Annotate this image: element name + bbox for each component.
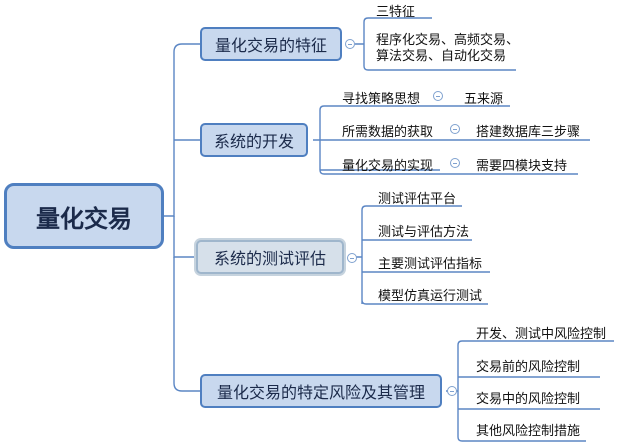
branch-label-2: 系统的开发 xyxy=(213,132,294,151)
leaf-node[interactable]: 需要四模块支持 xyxy=(476,158,568,174)
leaf-node[interactable]: 模型仿真运行测试 xyxy=(378,288,483,304)
collapse-toggle-icon[interactable] xyxy=(433,91,443,101)
branch-label-1: 量化交易的特征 xyxy=(214,36,327,55)
branch-node-1[interactable]: 量化交易的特征 xyxy=(200,27,342,61)
leaf-node[interactable]: 所需数据的获取 xyxy=(342,124,434,140)
collapse-toggle-icon[interactable] xyxy=(450,158,460,168)
leaf-node[interactable]: 程序化交易、高频交易、 算法交易、自动化交易 xyxy=(376,33,520,64)
leaf-node[interactable]: 其他风险控制措施 xyxy=(476,423,581,439)
connector-branch1-children xyxy=(355,17,516,71)
branch-node-4[interactable]: 量化交易的特定风险及其管理 xyxy=(200,374,442,408)
leaf-node[interactable]: 测试评估平台 xyxy=(378,191,457,207)
connector-branch3-children xyxy=(355,205,490,305)
leaf-node[interactable]: 主要测试评估指标 xyxy=(378,256,483,272)
leaf-node[interactable]: 寻找策略思想 xyxy=(342,91,421,107)
branch-label-3: 系统的测试评估 xyxy=(213,249,326,268)
leaf-node[interactable]: 交易中的风险控制 xyxy=(476,391,581,407)
leaf-node[interactable]: 五来源 xyxy=(464,91,504,107)
connector-root-branch-4 xyxy=(173,257,200,392)
leaf-node[interactable]: 测试与评估方法 xyxy=(378,224,470,240)
leaf-node[interactable]: 交易前的风险控制 xyxy=(476,359,581,375)
branch-node-2[interactable]: 系统的开发 xyxy=(200,123,308,157)
leaf-node[interactable]: 开发、测试中风险控制 xyxy=(476,326,607,342)
branch-label-4: 量化交易的特定风险及其管理 xyxy=(216,383,425,402)
collapse-toggle-icon[interactable] xyxy=(347,253,357,263)
collapse-toggle-icon[interactable] xyxy=(447,386,457,396)
connector-root-branch-1 xyxy=(164,43,200,217)
collapse-toggle-icon[interactable] xyxy=(345,39,355,49)
leaf-node[interactable]: 三特征 xyxy=(376,4,416,20)
collapse-toggle-icon[interactable] xyxy=(450,124,460,134)
root-label: 量化交易 xyxy=(36,204,132,233)
leaf-node[interactable]: 量化交易的实现 xyxy=(342,158,434,174)
branch-node-3[interactable]: 系统的测试评估 xyxy=(196,240,344,274)
connector-branch2-children xyxy=(313,105,440,175)
root-node[interactable]: 量化交易 xyxy=(4,183,164,249)
leaf-node[interactable]: 搭建数据库三步骤 xyxy=(476,124,581,140)
connector-branch2-grandchildren xyxy=(420,105,590,175)
connector-root-branch-3 xyxy=(173,216,196,258)
